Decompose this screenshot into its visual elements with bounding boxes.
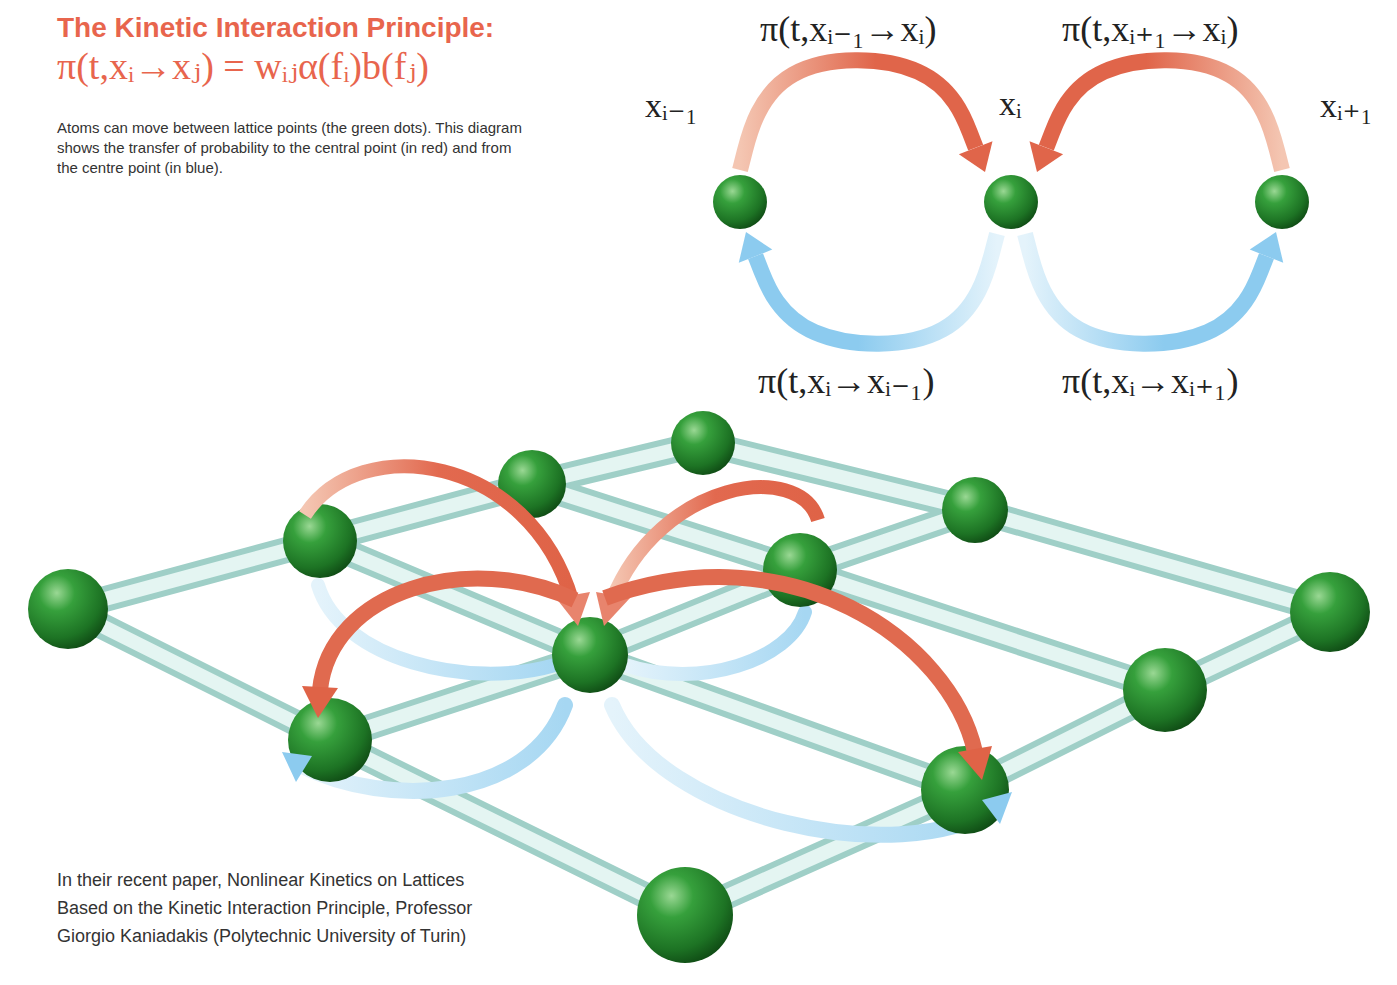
transfer-arrow-body — [740, 60, 976, 170]
lattice-ball — [1123, 648, 1207, 732]
site-ball-shape — [1255, 175, 1309, 229]
transfer-arrow — [740, 60, 992, 172]
site-ball — [1254, 174, 1310, 230]
site-label: xᵢ₋₁ — [645, 85, 697, 125]
title: The Kinetic Interaction Principle: — [57, 12, 494, 44]
transfer-arrowhead — [1250, 232, 1284, 263]
rod-highlight — [68, 443, 1330, 915]
transfer-arrow-body — [756, 234, 997, 344]
lattice-ball — [1290, 572, 1370, 652]
lattice-ball — [671, 411, 735, 475]
lattice-ball — [28, 569, 108, 649]
transfer-arrow — [1025, 232, 1283, 344]
transfer-arrow — [739, 232, 997, 344]
blue-arc — [625, 612, 805, 674]
blue-arrowhead — [982, 792, 1012, 824]
red-arc — [605, 577, 975, 752]
site-ball — [712, 174, 768, 230]
lattice-rods — [68, 443, 1330, 915]
site-ball — [983, 174, 1039, 230]
lattice-red-arcs — [302, 466, 992, 780]
transfer-arrowhead — [959, 141, 993, 172]
rod-outline — [68, 443, 1330, 915]
lattice-ball — [637, 867, 733, 963]
formula: π(t,xᵢ→xⱼ) = wᵢⱼα(fᵢ)b(fⱼ) — [57, 44, 429, 88]
transfer-arrow — [1030, 60, 1282, 172]
lattice-ball — [283, 504, 357, 578]
red-arc — [320, 578, 575, 690]
transfer-arrow-body — [1025, 234, 1266, 344]
lattice-balls — [28, 411, 1370, 963]
site-ball-shape — [713, 175, 767, 229]
blue-arrowhead — [282, 752, 312, 782]
transition-label: π(t,xᵢ₋₁→xᵢ) — [760, 8, 936, 50]
lattice-site: xᵢ₊₁ — [1254, 174, 1310, 230]
transfer-arrowhead — [1030, 141, 1064, 172]
site-ball-shape — [984, 175, 1038, 229]
transition-label: π(t,xᵢ→xᵢ₋₁) — [758, 360, 934, 402]
red-arrowhead — [302, 686, 338, 718]
article-text: In their recent paper, Nonlinear Kinetic… — [57, 866, 497, 950]
lattice-ball — [942, 477, 1008, 543]
transfer-arrow-body — [1046, 60, 1282, 170]
transition-label: π(t,xᵢ₊₁→xᵢ) — [1062, 8, 1238, 50]
site-label: xᵢ — [999, 85, 1022, 123]
lattice-ball — [552, 617, 628, 693]
site-label: xᵢ₊₁ — [1320, 85, 1372, 125]
description-text: Atoms can move between lattice points (t… — [57, 118, 527, 178]
lattice-site: xᵢ — [983, 174, 1039, 230]
red-arrowhead — [958, 746, 992, 780]
transition-label: π(t,xᵢ→xᵢ₊₁) — [1062, 360, 1238, 402]
lattice-ball — [921, 746, 1009, 834]
transfer-arrowhead — [739, 232, 773, 263]
lattice-blue-heads — [282, 752, 1012, 824]
lattice-site: xᵢ₋₁ — [712, 174, 768, 230]
